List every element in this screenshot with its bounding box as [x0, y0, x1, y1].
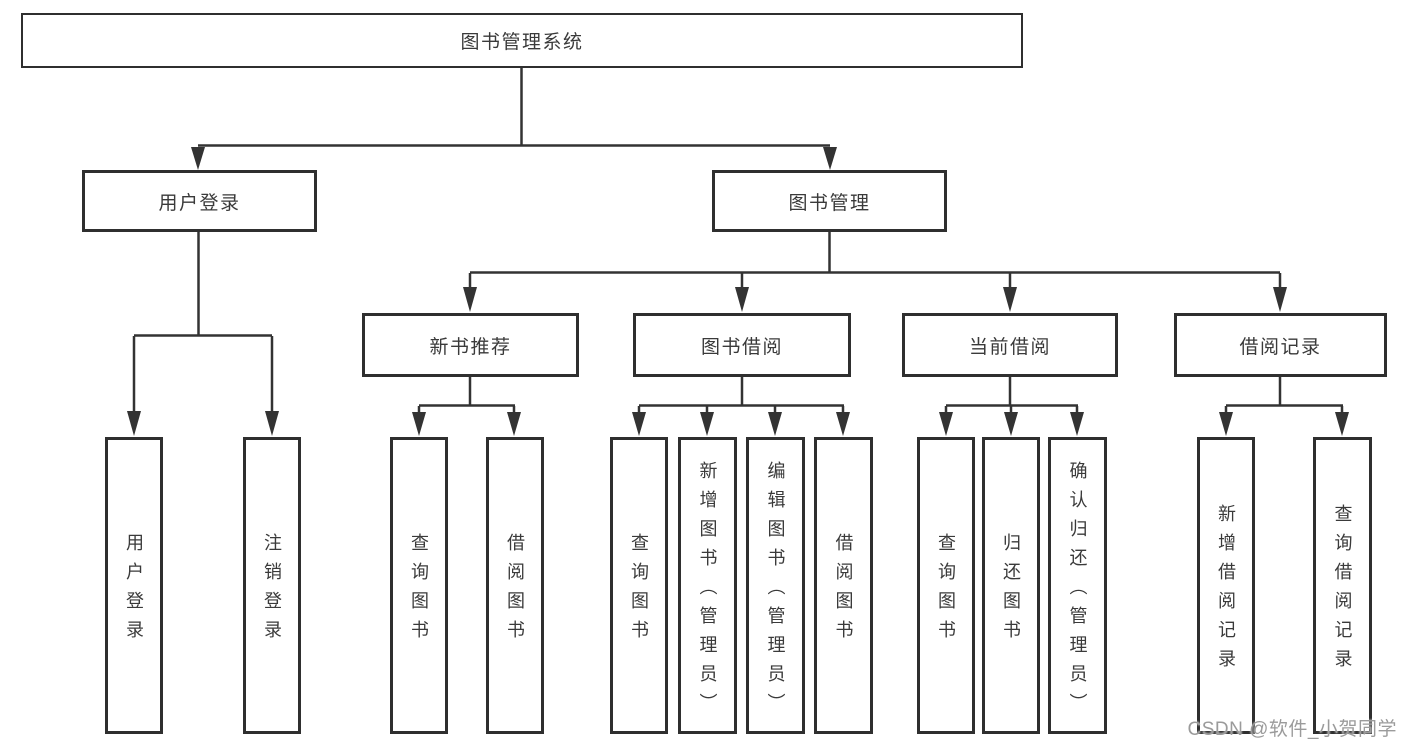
node-current-borrowing-label: 当前借阅 [968, 336, 1051, 358]
leaf-logout: 注销登录 [243, 437, 301, 734]
node-root: 图书管理系统 [21, 13, 1023, 68]
leaf-borrowing-borrow-books: 借阅图书 [814, 437, 873, 734]
leaf-current-confirm-return-admin: 确认归还（管理员） [1048, 437, 1107, 734]
connector-newbooks-to-leaves [412, 377, 521, 436]
connector-root-to-level2 [191, 68, 837, 170]
connector-bookmgmt-to-level3 [463, 232, 1287, 312]
leaf-current-query-books-label: 查询图书 [936, 533, 956, 649]
node-user-login: 用户登录 [82, 170, 317, 232]
node-new-book-recommend-label: 新书推荐 [429, 336, 512, 358]
connector-userlogin-to-leaves [127, 232, 279, 436]
leaf-borrowing-query-books: 查询图书 [610, 437, 668, 734]
leaf-borrowing-edit-books-admin: 编辑图书（管理员） [746, 437, 805, 734]
leaf-user-login: 用户登录 [105, 437, 163, 734]
leaf-current-return-books-label: 归还图书 [1001, 533, 1021, 649]
connector-borrowing-to-leaves [632, 377, 850, 436]
leaf-newbooks-borrow-books-label: 借阅图书 [505, 533, 525, 649]
node-book-borrowing: 图书借阅 [633, 313, 851, 377]
leaf-records-query-record: 查询借阅记录 [1313, 437, 1372, 734]
leaf-current-query-books: 查询图书 [917, 437, 975, 734]
node-current-borrowing: 当前借阅 [902, 313, 1118, 377]
leaf-current-confirm-return-admin-label: 确认归还（管理员） [1067, 460, 1088, 722]
leaf-records-add-record-label: 新增借阅记录 [1216, 504, 1236, 678]
node-user-login-label: 用户登录 [158, 192, 241, 214]
connector-current-to-leaves [939, 377, 1084, 436]
node-book-management-label: 图书管理 [788, 192, 871, 214]
leaf-user-login-label: 用户登录 [124, 533, 144, 649]
leaf-newbooks-borrow-books: 借阅图书 [486, 437, 544, 734]
leaf-borrowing-edit-books-admin-label: 编辑图书（管理员） [765, 460, 786, 722]
node-book-borrowing-label: 图书借阅 [700, 336, 783, 358]
leaf-borrowing-query-books-label: 查询图书 [629, 533, 649, 649]
leaf-newbooks-query-books: 查询图书 [390, 437, 448, 734]
leaf-borrowing-add-books-admin-label: 新增图书（管理员） [697, 460, 718, 722]
node-borrow-records: 借阅记录 [1174, 313, 1387, 377]
leaf-current-return-books: 归还图书 [982, 437, 1040, 734]
leaf-borrowing-borrow-books-label: 借阅图书 [833, 533, 854, 649]
node-book-management: 图书管理 [712, 170, 947, 232]
node-new-book-recommend: 新书推荐 [362, 313, 579, 377]
leaf-records-query-record-label: 查询借阅记录 [1332, 504, 1353, 678]
leaf-logout-label: 注销登录 [262, 533, 282, 649]
csdn-watermark: CSDN @软件_小贺同学 [1187, 719, 1397, 740]
leaf-borrowing-add-books-admin: 新增图书（管理员） [678, 437, 737, 734]
node-root-label: 图书管理系统 [460, 32, 584, 53]
leaf-records-add-record: 新增借阅记录 [1197, 437, 1255, 734]
connector-records-to-leaves [1219, 377, 1349, 436]
node-borrow-records-label: 借阅记录 [1239, 336, 1322, 358]
leaf-newbooks-query-books-label: 查询图书 [409, 533, 429, 649]
